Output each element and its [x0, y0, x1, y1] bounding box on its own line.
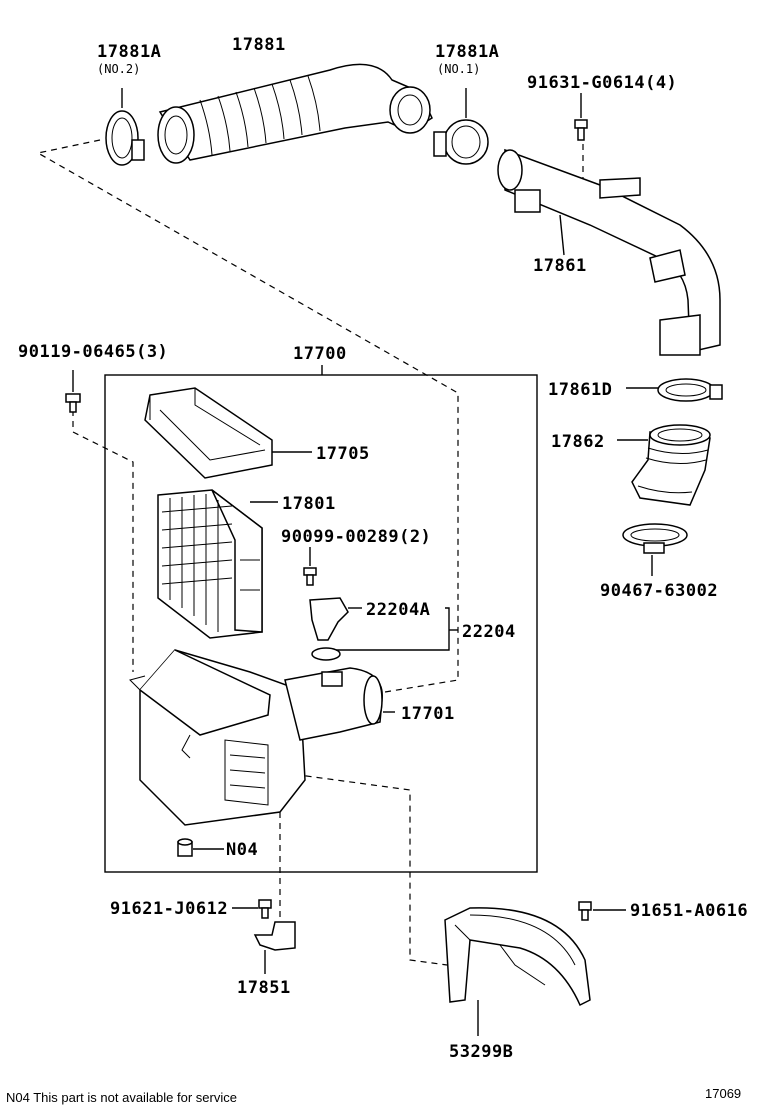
clamp-90467 — [622, 523, 688, 576]
fender-duct-53299B — [444, 907, 591, 1036]
label-17862: 17862 — [551, 432, 605, 452]
clamp-17881A-no1 — [433, 88, 489, 165]
label-90467: 90467-63002 — [600, 581, 718, 601]
label-17701: 17701 — [401, 704, 455, 724]
label-91651: 91651-A0616 — [630, 901, 748, 921]
bolt-90119-icon — [65, 370, 81, 413]
label-91631: 91631-G0614(4) — [527, 73, 677, 93]
dashed-guides — [36, 122, 584, 966]
bolt-91631-icon — [574, 93, 588, 141]
label-17881A-no2-note: (NO.2) — [97, 62, 140, 76]
label-22204: 22204 — [462, 622, 516, 642]
label-17801: 17801 — [282, 494, 336, 514]
label-17705: 17705 — [316, 444, 370, 464]
label-17881A-no1-note: (NO.1) — [437, 62, 480, 76]
assembly-box-17700 — [104, 374, 538, 873]
bolt-91621-icon — [232, 899, 272, 919]
label-17861: 17861 — [533, 256, 587, 276]
air-filter-element-17801 — [157, 489, 278, 639]
grommet-N04 — [177, 838, 224, 857]
label-N04: N04 — [226, 840, 258, 860]
diagram-number: 17069 — [705, 1086, 741, 1101]
footer-note: N04 This part is not available for servi… — [6, 1090, 237, 1105]
hose-17862 — [617, 424, 711, 506]
clamp-17861D — [626, 378, 723, 402]
air-cleaner-case-17701 — [129, 649, 395, 826]
bolt-91651-icon — [578, 901, 626, 921]
screw-90099-icon — [303, 547, 317, 586]
bracket-17851 — [253, 921, 296, 974]
label-90119: 90119-06465(3) — [18, 342, 168, 362]
label-17851: 17851 — [237, 978, 291, 998]
label-17881A-no1: 17881A — [435, 42, 499, 62]
label-53299B: 53299B — [449, 1042, 513, 1062]
part-number-labels: 17881A (NO.2) 17881 17881A (NO.1) 91631-… — [18, 35, 748, 1062]
air-flow-sensor-22204A — [309, 597, 458, 661]
label-90099: 90099-00289(2) — [281, 527, 431, 547]
clamp-17881A-no2 — [105, 88, 145, 166]
label-22204A: 22204A — [366, 600, 430, 620]
label-17700: 17700 — [293, 344, 347, 364]
label-17861D: 17861D — [548, 380, 612, 400]
label-17881: 17881 — [232, 35, 286, 55]
intake-duct-17861 — [497, 148, 721, 356]
air-cleaner-cap-17705 — [144, 387, 312, 479]
air-hose-17881 — [157, 63, 433, 164]
label-17881A-no2: 17881A — [97, 42, 161, 62]
label-91621: 91621-J0612 — [110, 899, 228, 919]
